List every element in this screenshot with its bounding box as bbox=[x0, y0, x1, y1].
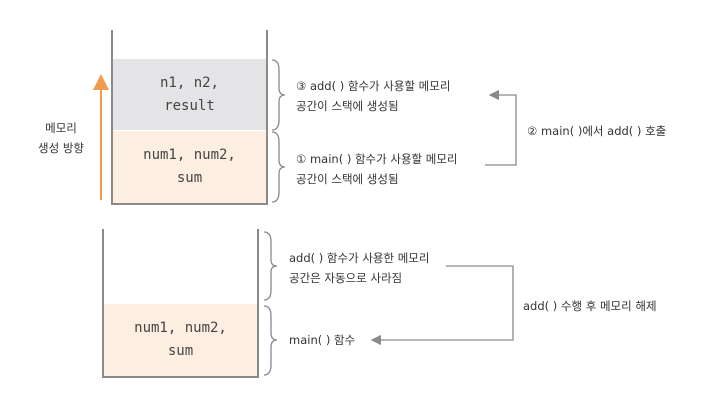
memory-direction-label-line2: 생성 방향 bbox=[38, 141, 84, 155]
bottom-stack-base bbox=[102, 376, 259, 378]
add-alloc-note-line2: 공간이 스택에 생성됨 bbox=[296, 99, 399, 113]
add-alloc-note-line1: ③ add( ) 함수가 사용할 메모리 bbox=[296, 79, 451, 93]
top-stack-right-wall bbox=[266, 30, 268, 204]
call-connector-arrow bbox=[485, 89, 517, 166]
call-note: ② main( )에서 add( ) 호출 bbox=[525, 121, 669, 141]
main-alloc-note-line2: 공간이 스택에 생성됨 bbox=[296, 172, 399, 186]
main-after-brace bbox=[263, 305, 278, 376]
main-stack-frame-after: num1, num2, sum bbox=[104, 304, 257, 376]
add-frame-brace bbox=[271, 59, 286, 131]
freed-space-note: add( ) 함수가 사용한 메모리 공간은 자동으로 사라짐 bbox=[289, 248, 429, 288]
bottom-stack-right-wall bbox=[257, 229, 259, 377]
release-connector-arrow bbox=[370, 265, 514, 346]
main-stack-frame: num1, num2, sum bbox=[113, 131, 266, 203]
freed-space-note-line2: 공간은 자동으로 사라짐 bbox=[289, 271, 403, 285]
bottom-stack-left-wall bbox=[102, 229, 104, 377]
main-alloc-note-line1: ① main( ) 함수가 사용할 메모리 bbox=[296, 152, 458, 166]
freed-space-note-line1: add( ) 함수가 사용한 메모리 bbox=[289, 251, 430, 265]
top-stack-base bbox=[111, 203, 268, 205]
memory-direction-label: 메모리 생성 방향 bbox=[30, 118, 92, 158]
release-note: add( ) 수행 후 메모리 해제 bbox=[521, 296, 659, 316]
add-alloc-note: ③ add( ) 함수가 사용할 메모리 공간이 스택에 생성됨 bbox=[296, 76, 450, 116]
main-alloc-note: ① main( ) 함수가 사용할 메모리 공간이 스택에 생성됨 bbox=[296, 149, 458, 189]
memory-direction-label-line1: 메모리 bbox=[45, 121, 77, 135]
main-frame-brace bbox=[271, 131, 286, 203]
top-stack-left-wall bbox=[111, 30, 113, 204]
freed-space-brace bbox=[263, 231, 278, 301]
main-function-note: main( ) 함수 bbox=[289, 333, 356, 347]
add-stack-frame: n1, n2, result bbox=[113, 59, 266, 130]
